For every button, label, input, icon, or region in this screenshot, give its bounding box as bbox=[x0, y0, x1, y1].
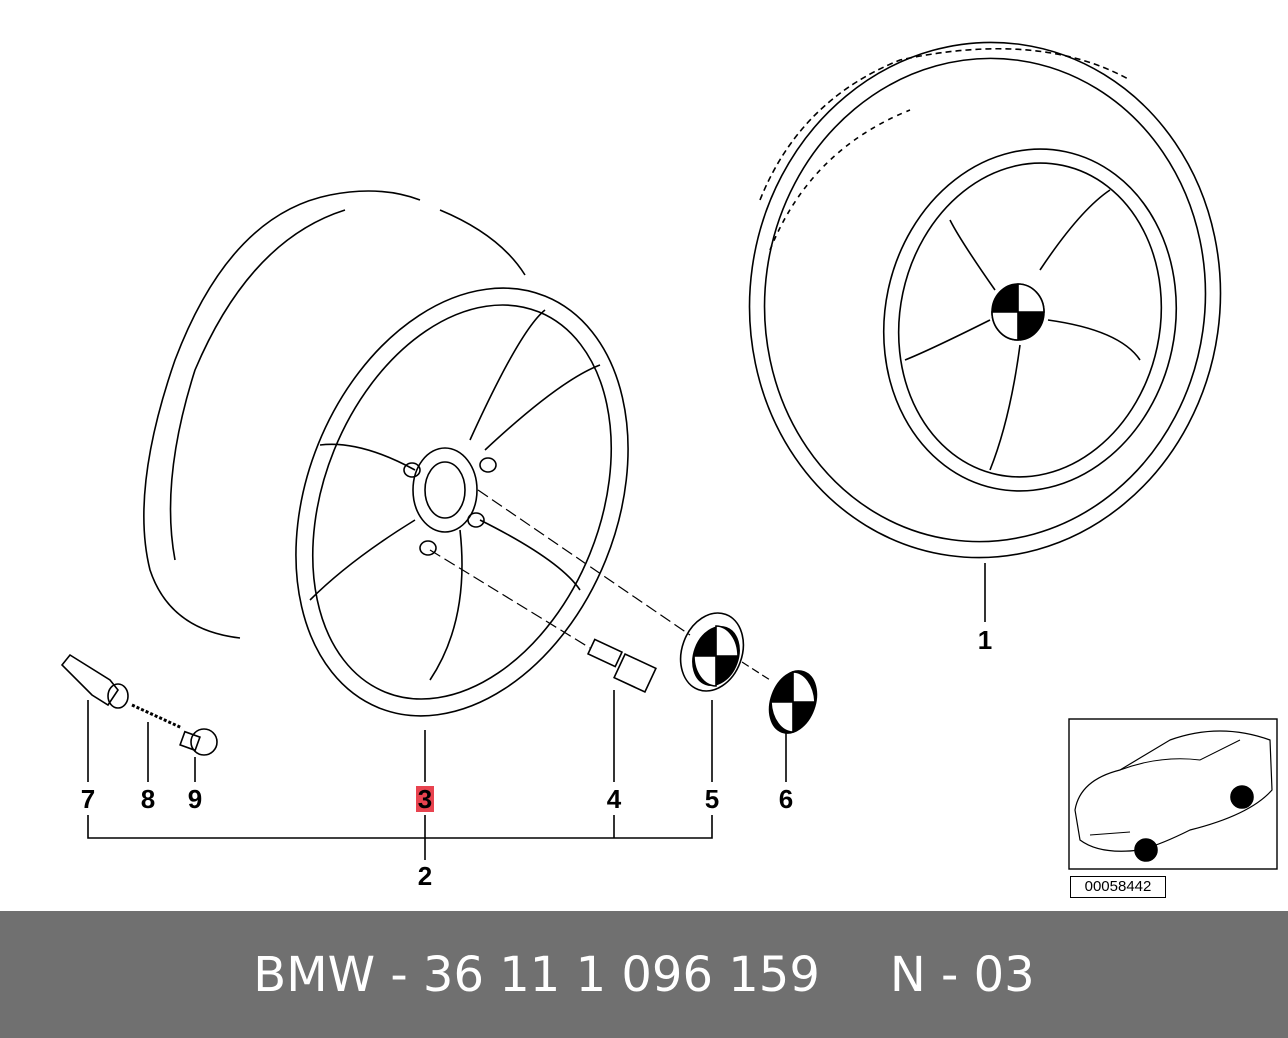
car-locator-inset bbox=[1068, 718, 1278, 870]
callout-7[interactable]: 7 bbox=[80, 784, 96, 814]
callout-1[interactable]: 1 bbox=[977, 625, 993, 655]
callout-4[interactable]: 4 bbox=[606, 784, 622, 814]
callout-2[interactable]: 2 bbox=[417, 861, 433, 891]
hub-cap-illustration bbox=[679, 612, 745, 692]
hubcap-leader bbox=[477, 489, 691, 636]
wheel-parts-diagram bbox=[60, 41, 1278, 870]
rim-illustration bbox=[143, 190, 629, 717]
callout-8[interactable]: 8 bbox=[140, 784, 156, 814]
callout-9[interactable]: 9 bbox=[187, 784, 203, 814]
complete-wheel-illustration bbox=[748, 41, 1222, 559]
emblem-leader bbox=[741, 661, 771, 681]
diagram-reference-code: 00058442 bbox=[1070, 876, 1166, 898]
valve-illustration bbox=[60, 653, 218, 756]
callout-6[interactable]: 6 bbox=[778, 784, 794, 814]
page-code: N - 03 bbox=[889, 946, 1035, 1003]
wheel-bolt-illustration bbox=[586, 638, 657, 694]
callout-leaders bbox=[87, 563, 986, 860]
footer-bar: BMW - 36 11 1 096 159 N - 03 bbox=[0, 911, 1288, 1038]
callout-3-highlighted[interactable]: 3 bbox=[416, 784, 434, 814]
bolt-leader bbox=[429, 549, 591, 649]
emblem-illustration bbox=[768, 670, 818, 734]
callout-5[interactable]: 5 bbox=[704, 784, 720, 814]
part-number: BMW - 36 11 1 096 159 bbox=[253, 946, 820, 1003]
